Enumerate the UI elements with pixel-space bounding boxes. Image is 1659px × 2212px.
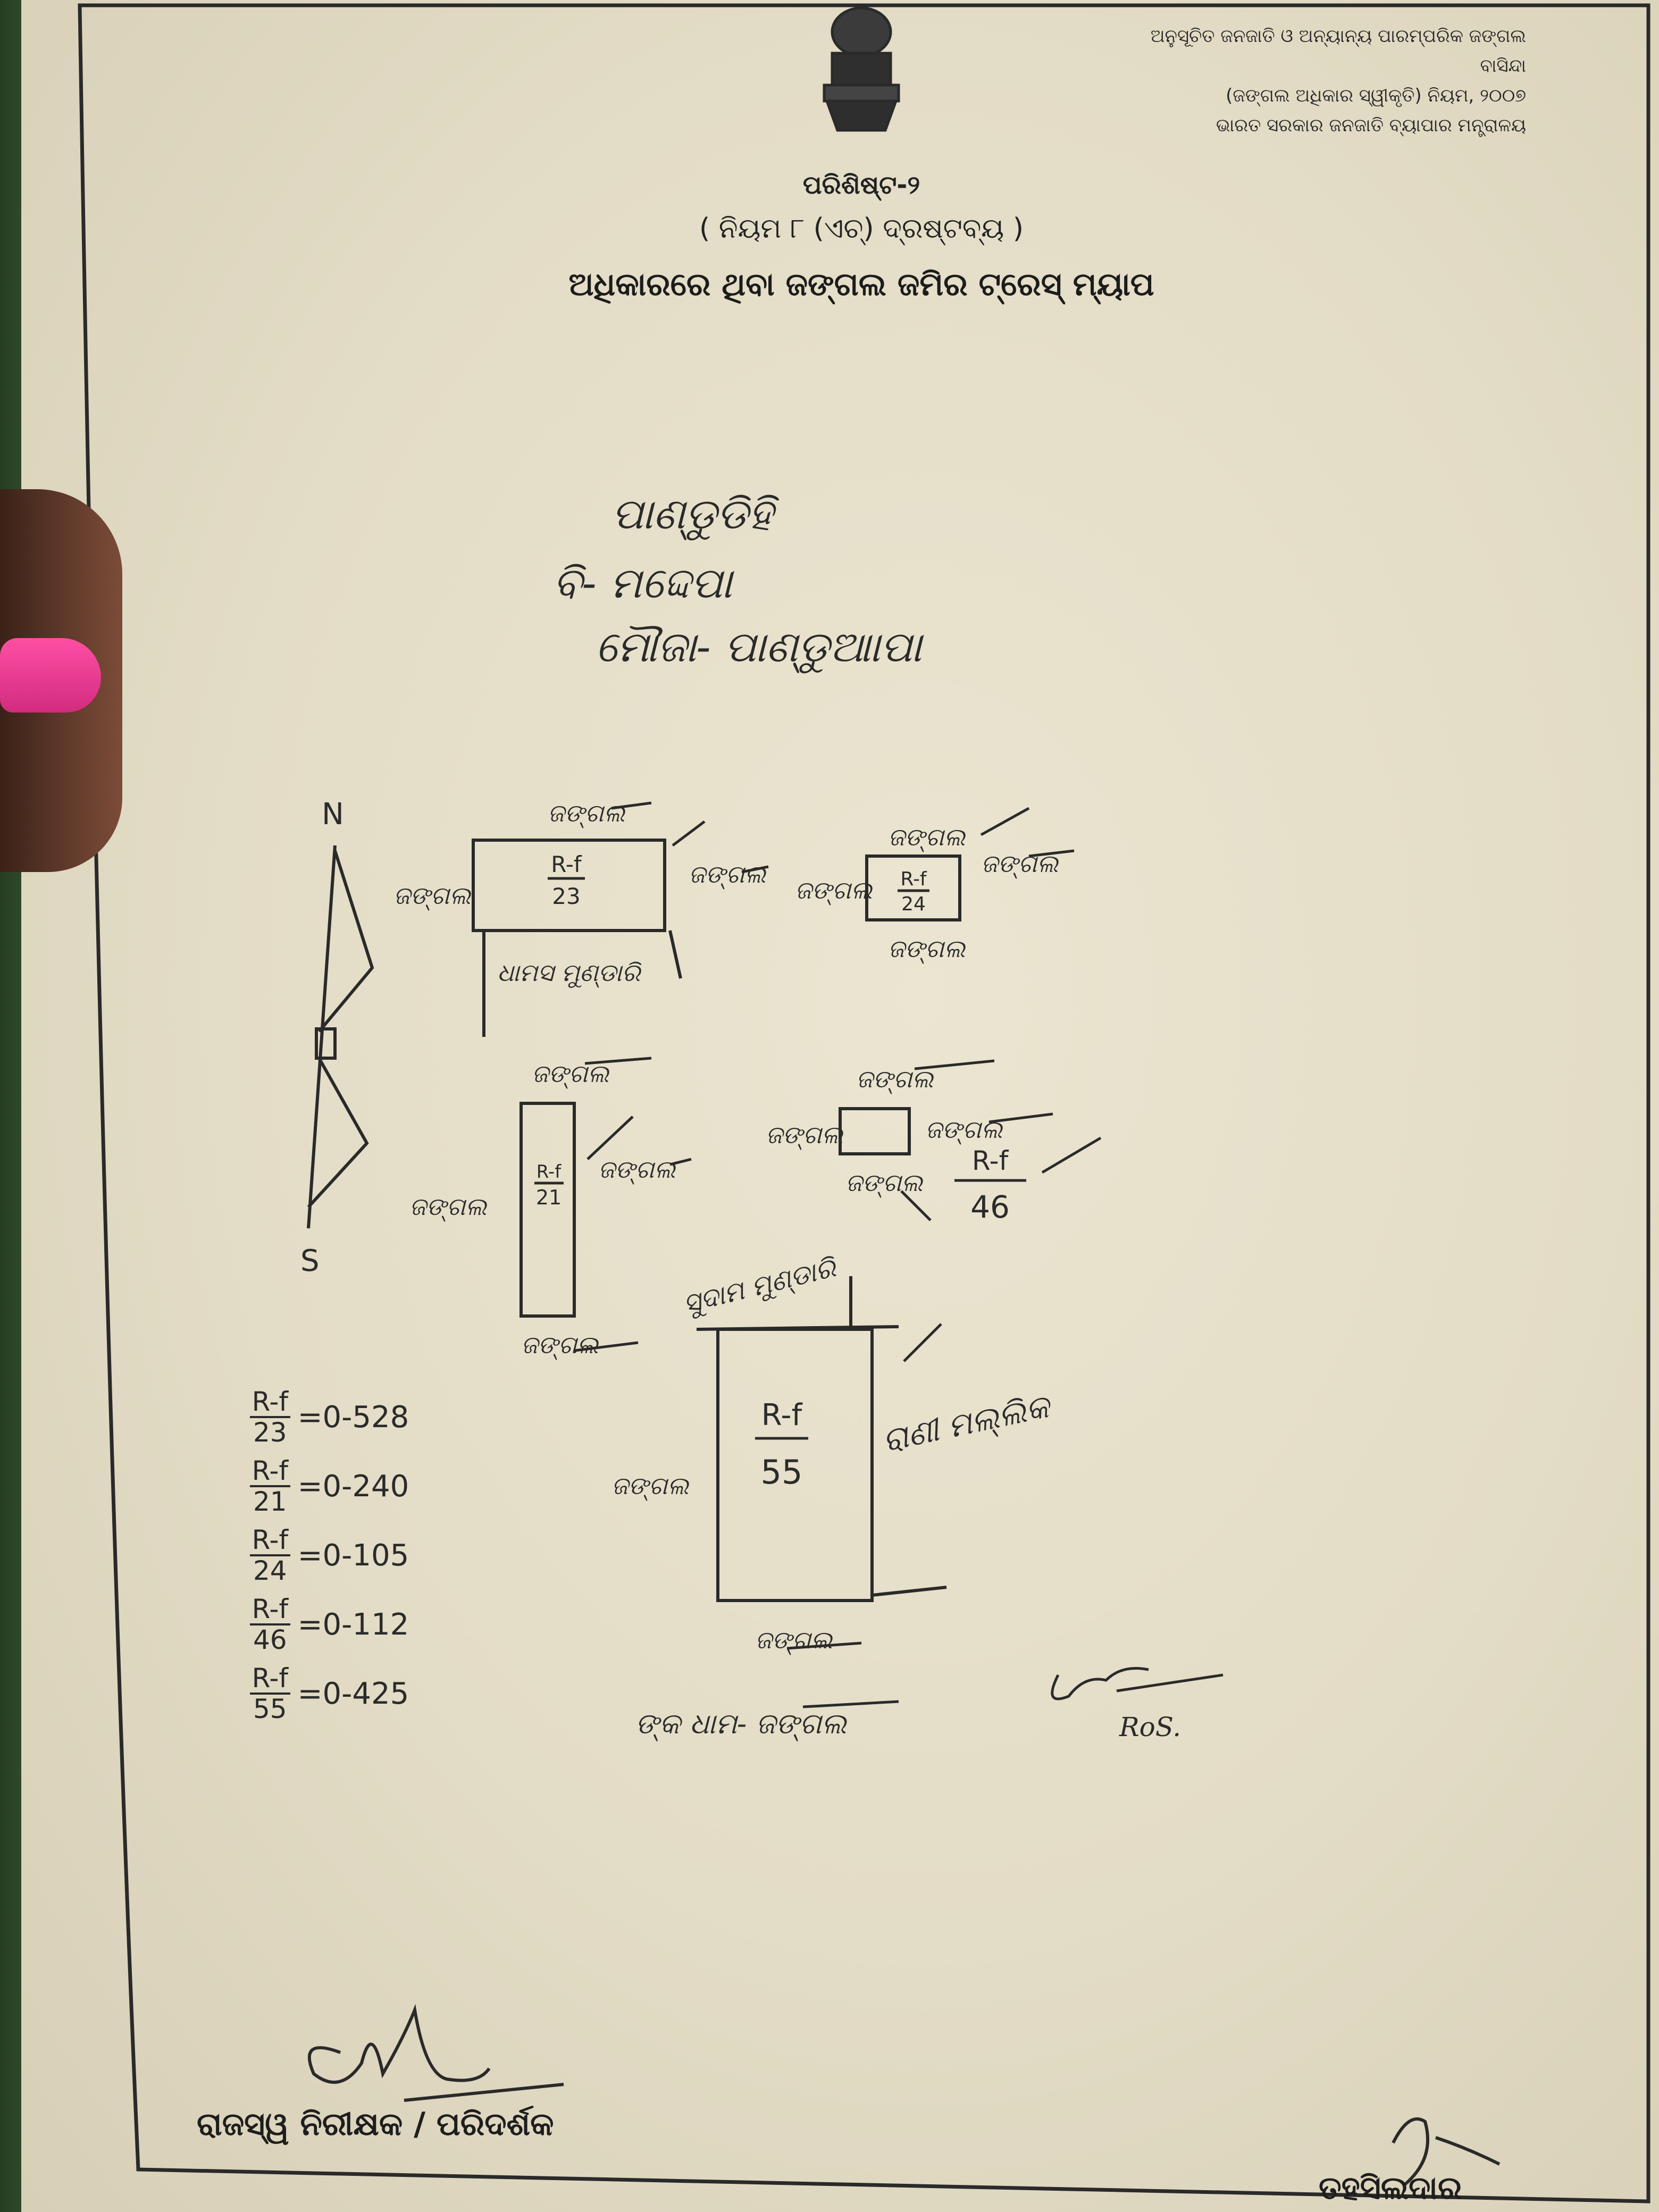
location-village: ପାଣ୍ଡୁଡିହି <box>611 489 773 539</box>
forest-label: ଜଙ୍ଗଲ <box>888 823 966 852</box>
neighbor-name-plot-55-top: ସୁଦାମ ମୁଣ୍ଡାରି <box>680 1252 841 1321</box>
neighbor-name-plot-55-bottom: ଙ୍କ ଧାମ- ଜଙ୍ଗଲ <box>635 1707 847 1741</box>
revenue-inspector-label: ରାଜସ୍ୱ ନିରୀକ୍ଷକ / ପରିଦର୍ଶକ <box>197 2106 554 2143</box>
forest-label: ଜଙ୍ଗଲ <box>755 1626 833 1655</box>
forest-label: ଜଙ୍ଗଲ <box>532 1059 609 1089</box>
area-value: =0-425 <box>297 1676 409 1711</box>
plot-rf-label: R-f <box>900 868 927 890</box>
forest-label: ଜଙ୍ଗଲ <box>548 799 625 828</box>
tahasildar-signature <box>1392 2117 1501 2187</box>
forest-label: ଜଙ୍ଗଲ <box>689 860 766 890</box>
plot-number-55: 55 <box>761 1453 803 1492</box>
neighbor-name-plot-55-right: ରାଣୀ ମଲ୍ଲିକ <box>879 1387 1055 1461</box>
area-rf-label: R-f <box>252 1663 288 1694</box>
area-plot-number: 24 <box>250 1554 290 1585</box>
plot-number-24: 24 <box>901 893 926 915</box>
forest-label: ଜଙ୍ଗଲ <box>795 876 873 906</box>
forest-label: ଜଙ୍ଗଲ <box>521 1330 599 1360</box>
revenue-inspector-signature <box>307 2004 564 2102</box>
header-line-ministry: ଭାରତ ସରକାର ଜନଜାତି ବ୍ୟାପାର ମନ୍ତ୍ରାଳୟ <box>1216 115 1526 136</box>
area-rf-label: R-f <box>252 1524 288 1555</box>
area-value: =0-112 <box>297 1607 409 1642</box>
area-plot-number: 46 <box>250 1623 290 1654</box>
forest-label: ଜଙ୍ଗଲ <box>598 1155 676 1185</box>
plot-number-46: 46 <box>970 1189 1010 1225</box>
document-header: ଅନୁସୂଚିତ ଜନଜାତି ଓ ଅନ୍ୟାନ୍ୟ ପାରମ୍ପରିକ ଜଙ୍… <box>1122 21 1526 140</box>
forest-label: ଜଙ୍ଗଲ <box>766 1120 843 1150</box>
state-emblem <box>823 6 900 132</box>
plot-23-outline <box>472 839 682 1037</box>
forest-label: ଜଙ୍ଗଲ <box>611 1471 689 1501</box>
painted-fingernail <box>0 638 101 713</box>
compass-south-label: S <box>300 1244 320 1278</box>
plot-46-outline <box>839 1107 911 1155</box>
area-rf-label: R-f <box>252 1455 288 1486</box>
forest-label: ଜଙ୍ଗଲ <box>925 1115 1003 1145</box>
plot-number-21: 21 <box>536 1186 562 1209</box>
forest-label: ଜଙ୍ଗଲ <box>845 1168 923 1198</box>
document-title: ଅଧିକାରରେ ଥିବା ଜଙ୍ଗଲ ଜମିର ଟ୍ରେସ୍ ମ୍ୟାପ <box>568 266 1154 303</box>
plot-rf-label: R-f <box>537 1161 562 1183</box>
compass-north-label: N <box>322 797 344 832</box>
ros-signature <box>1051 1667 1224 1700</box>
plot-21-outline <box>520 1102 576 1318</box>
forest-label: ଜଙ୍ଗଲ <box>856 1065 934 1094</box>
rule-reference: ( ନିୟମ ୮ (ଏଚ୍) ଦ୍ରଷ୍ଟବ୍ୟ ) <box>699 213 1024 245</box>
area-plot-number: 21 <box>250 1485 290 1516</box>
annex-number: ପରିଶିଷ୍ଟ-୨ <box>802 170 920 200</box>
area-value: =0-528 <box>297 1400 409 1435</box>
tahasildar-label: ତହସିଲଦାର <box>1319 2169 1462 2207</box>
area-value: =0-240 <box>297 1469 409 1504</box>
area-rf-label: R-f <box>252 1594 288 1624</box>
plot-number-23: 23 <box>552 883 580 909</box>
compass-arrow <box>307 845 374 1229</box>
forest-label: ଜଙ୍ଗଲ <box>888 934 966 964</box>
plot-rf-label: R-f <box>551 851 582 877</box>
forest-label: ଜଙ୍ଗଲ <box>393 881 471 911</box>
area-rf-label: R-f <box>252 1386 288 1417</box>
location-block: ବି- ମଦ୍ଦେପା <box>553 558 732 608</box>
location-mouza: ମୌଜା- ପାଣ୍ଡୁଆାପା <box>596 622 922 672</box>
forest-label: ଜଙ୍ଗଲ <box>409 1192 487 1222</box>
header-line-act: ଅନୁସୂଚିତ ଜନଜାତି ଓ ଅନ୍ୟାନ୍ୟ ପାରମ୍ପରିକ ଜଙ୍… <box>1150 26 1526 77</box>
area-plot-number: 23 <box>250 1416 290 1447</box>
plot-55-outline <box>696 1276 947 1602</box>
plot-24-outline <box>865 854 961 921</box>
plot-rf-label: R-f <box>761 1398 803 1432</box>
header-line-rules: (ଜଙ୍ଗଲ ଅଧିକାର ସ୍ୱୀକୃତି) ନିୟମ, ୨୦୦୭ <box>1226 85 1526 106</box>
page-border <box>78 3 1650 2203</box>
area-value: =0-105 <box>297 1538 409 1573</box>
document-sheet <box>21 0 1659 2212</box>
plot-rf-label: R-f <box>972 1145 1009 1176</box>
neighbor-name-plot-23: ଧାମସ ମୁଣ୍ଡାରି <box>497 958 642 988</box>
area-plot-number: 55 <box>250 1692 290 1723</box>
ros-label: RoS. <box>1119 1712 1181 1742</box>
